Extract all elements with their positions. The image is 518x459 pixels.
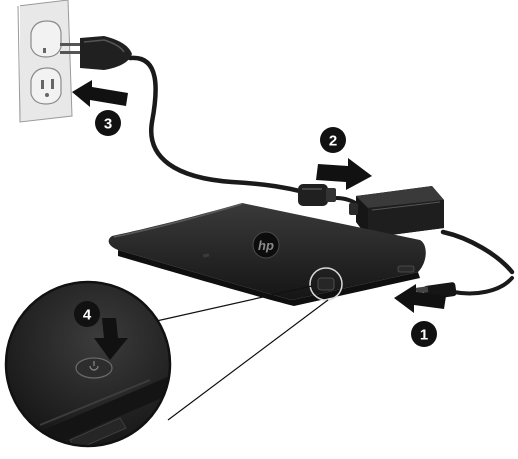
power-button-callout <box>4 280 329 448</box>
svg-text:2: 2 <box>329 133 337 150</box>
ac-adapter <box>349 186 444 238</box>
step-badge-3: 3 <box>95 110 121 136</box>
step-badge-2: 2 <box>320 127 346 153</box>
arrow-press-down <box>94 318 128 360</box>
svg-text:4: 4 <box>83 307 92 324</box>
tablet-computer: hp <box>108 203 426 306</box>
wall-outlet <box>6 0 73 123</box>
step-badge-1: 1 <box>411 321 437 347</box>
ac-plug <box>60 36 132 70</box>
arrow-into-adapter <box>316 158 372 190</box>
power-button[interactable] <box>75 357 113 379</box>
hp-logo: hp <box>252 231 280 259</box>
power-icon <box>89 361 99 371</box>
step-badge-4: 4 <box>74 301 100 327</box>
svg-text:3: 3 <box>104 116 112 133</box>
ac-cord-connector <box>298 184 336 206</box>
svg-text:hp: hp <box>258 238 274 253</box>
arrow-into-outlet <box>72 80 128 107</box>
svg-text:1: 1 <box>420 327 428 344</box>
arrow-into-computer <box>394 284 446 313</box>
power-cord <box>127 55 515 296</box>
